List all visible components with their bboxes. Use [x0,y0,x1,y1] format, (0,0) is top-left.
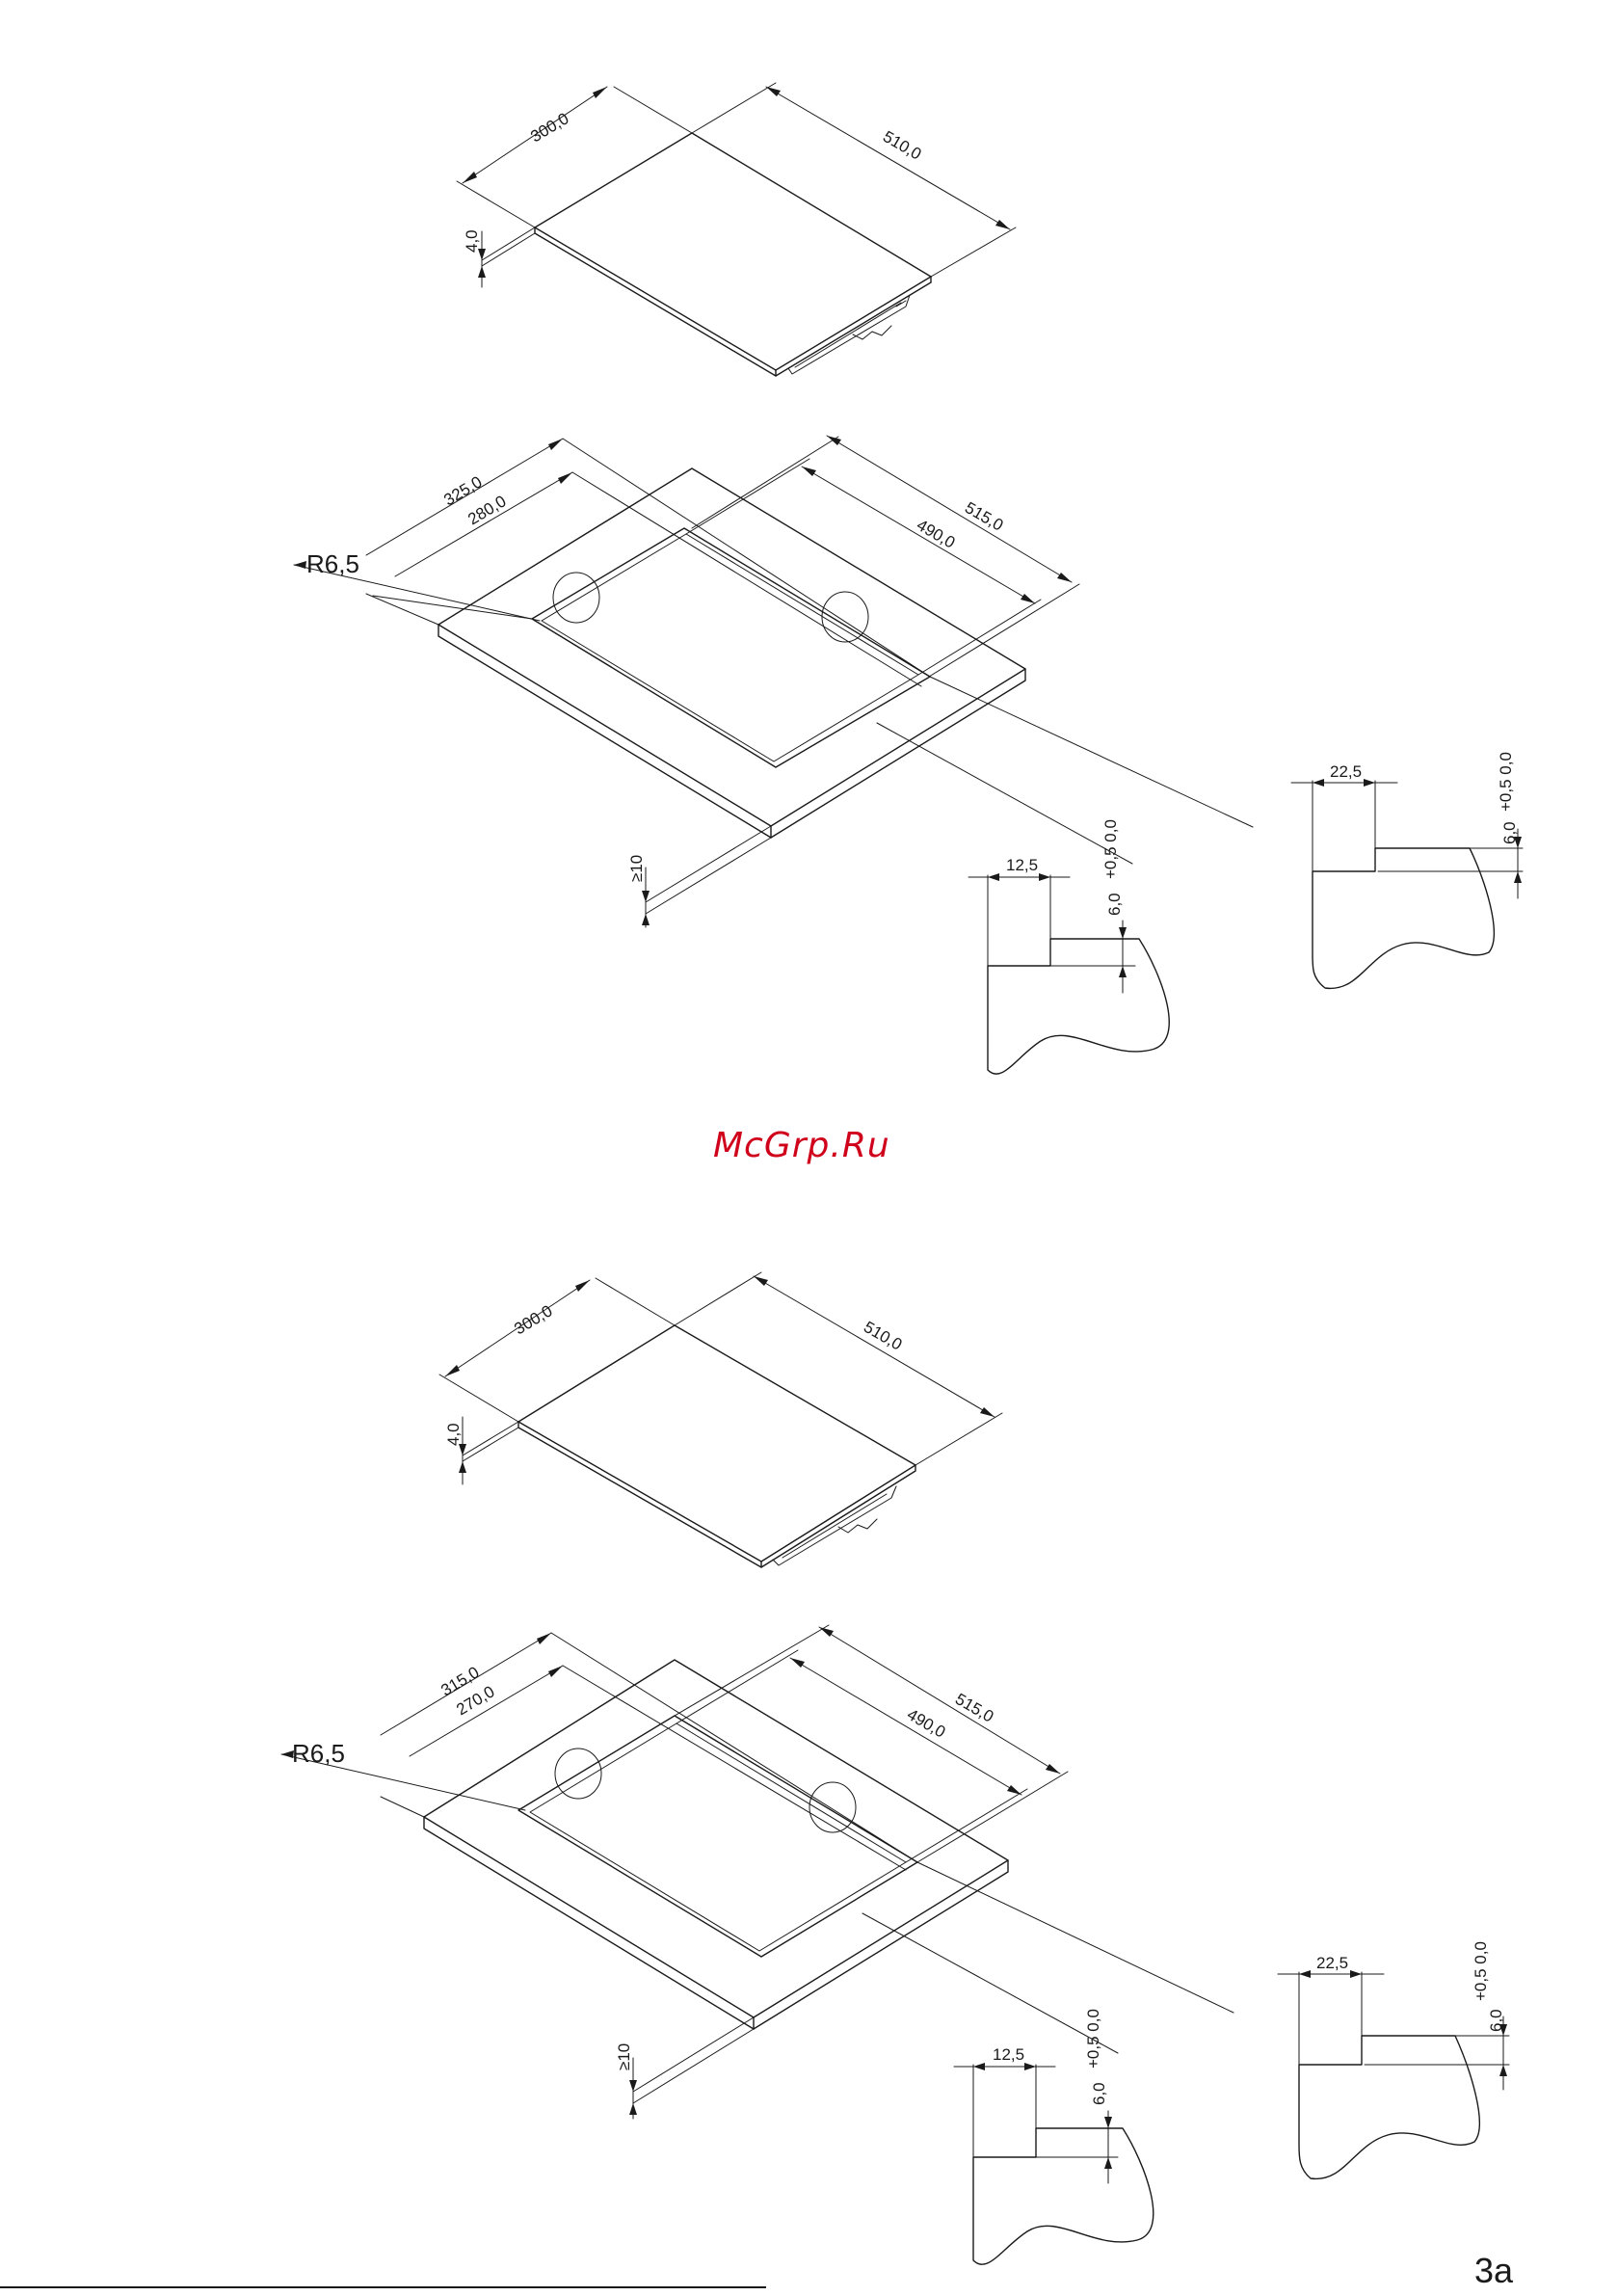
watermark: McGrp.Ru [713,1126,890,1165]
detail-a-width-label-1: 12,5 [1006,856,1038,874]
hob-thickness-label-2: 4,0 [444,1423,463,1446]
detail-a-depth-label-1: 6,0 [1105,893,1124,916]
min-thickness-label-2: ≥10 [615,2043,633,2070]
cutout-outer-width-label-2: 515,0 [952,1690,996,1726]
detail-a-depth-label-2: 6,0 [1090,2082,1108,2105]
hob-depth-label-2: 300,0 [511,1301,555,1338]
detail-a-tolerance-label-2: +0,5 0,0 [1084,2009,1102,2069]
hob-width-label-1: 510,0 [880,127,924,164]
hob-plate-2 [518,1325,915,1567]
corner-radius-label-2: R6,5 [292,1739,345,1768]
hob-depth-label-1: 300,0 [527,109,571,146]
corner-radius-label-1: R6,5 [306,549,359,578]
hob-plate-1 [535,133,931,376]
detail-b-tolerance-label-2: +0,5 0,0 [1472,1941,1490,2001]
detail-b-depth-label-2: 6,0 [1487,2009,1505,2032]
detail-b-width-label-1: 22,5 [1330,762,1362,781]
hob-width-label-2: 510,0 [861,1318,905,1354]
detail-b-tolerance-label-1: +0,5 0,0 [1497,752,1515,812]
detail-a-width-label-2: 12,5 [993,2045,1024,2064]
footer-rule [0,2286,766,2288]
detail-b-depth-label-1: 6,0 [1500,821,1519,844]
min-thickness-label-1: ≥10 [627,855,646,882]
edge-detail-a-2 [954,2063,1154,2264]
cutout-inner-width-label-1: 490,0 [914,516,958,552]
detail-b-width-label-2: 22,5 [1316,1954,1348,1972]
hob-thickness-label-1: 4,0 [463,229,481,253]
variant-2 [281,1272,1509,2264]
detail-a-tolerance-label-1: +0,5 0,0 [1101,819,1120,879]
cutout-inner-width-label-2: 490,0 [904,1705,948,1742]
page-number: 3a [1474,2251,1513,2291]
edge-detail-b-1 [1291,779,1523,988]
cutout-inner-depth-label-1: 280,0 [464,492,509,528]
edge-detail-a-1 [968,873,1169,1074]
